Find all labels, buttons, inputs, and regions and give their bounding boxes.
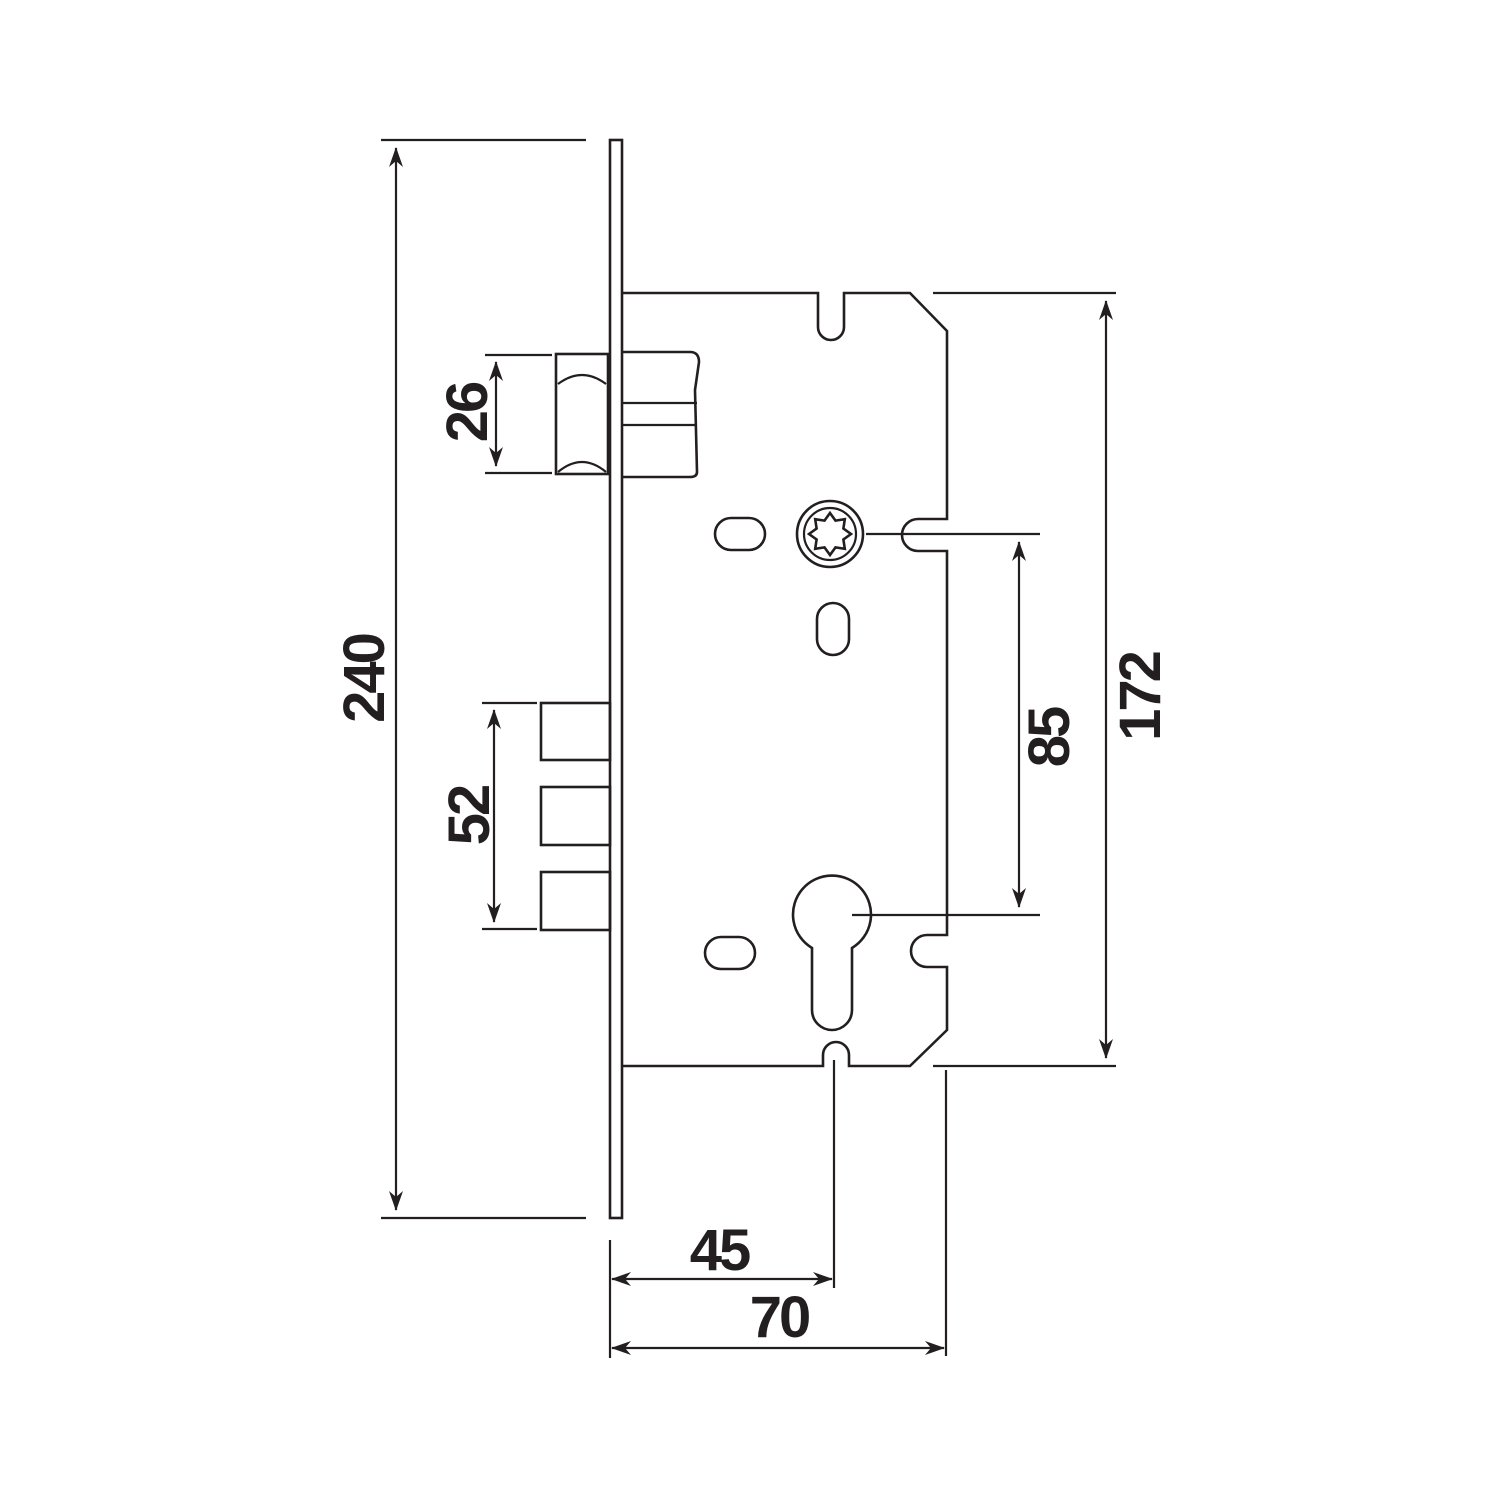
lock-case — [622, 291, 949, 1068]
cylinder-hole — [791, 874, 873, 1032]
slot-center — [815, 601, 851, 657]
faceplate — [608, 138, 624, 1220]
dim-label-45: 45 — [690, 1218, 750, 1283]
slot-lower-left — [703, 935, 757, 971]
dim-label-26: 26 — [435, 382, 500, 442]
follower-hub — [795, 499, 865, 569]
dim-label-240: 240 — [332, 634, 397, 723]
dim-label-85: 85 — [1017, 707, 1082, 767]
dim-label-172: 172 — [1108, 652, 1173, 741]
latch-bolt — [554, 350, 701, 479]
extension-lines — [381, 138, 1116, 1358]
deadbolt — [539, 701, 612, 932]
dim-label-70: 70 — [750, 1285, 809, 1350]
slot-upper-left — [713, 516, 767, 552]
dim-label-52: 52 — [437, 786, 502, 845]
